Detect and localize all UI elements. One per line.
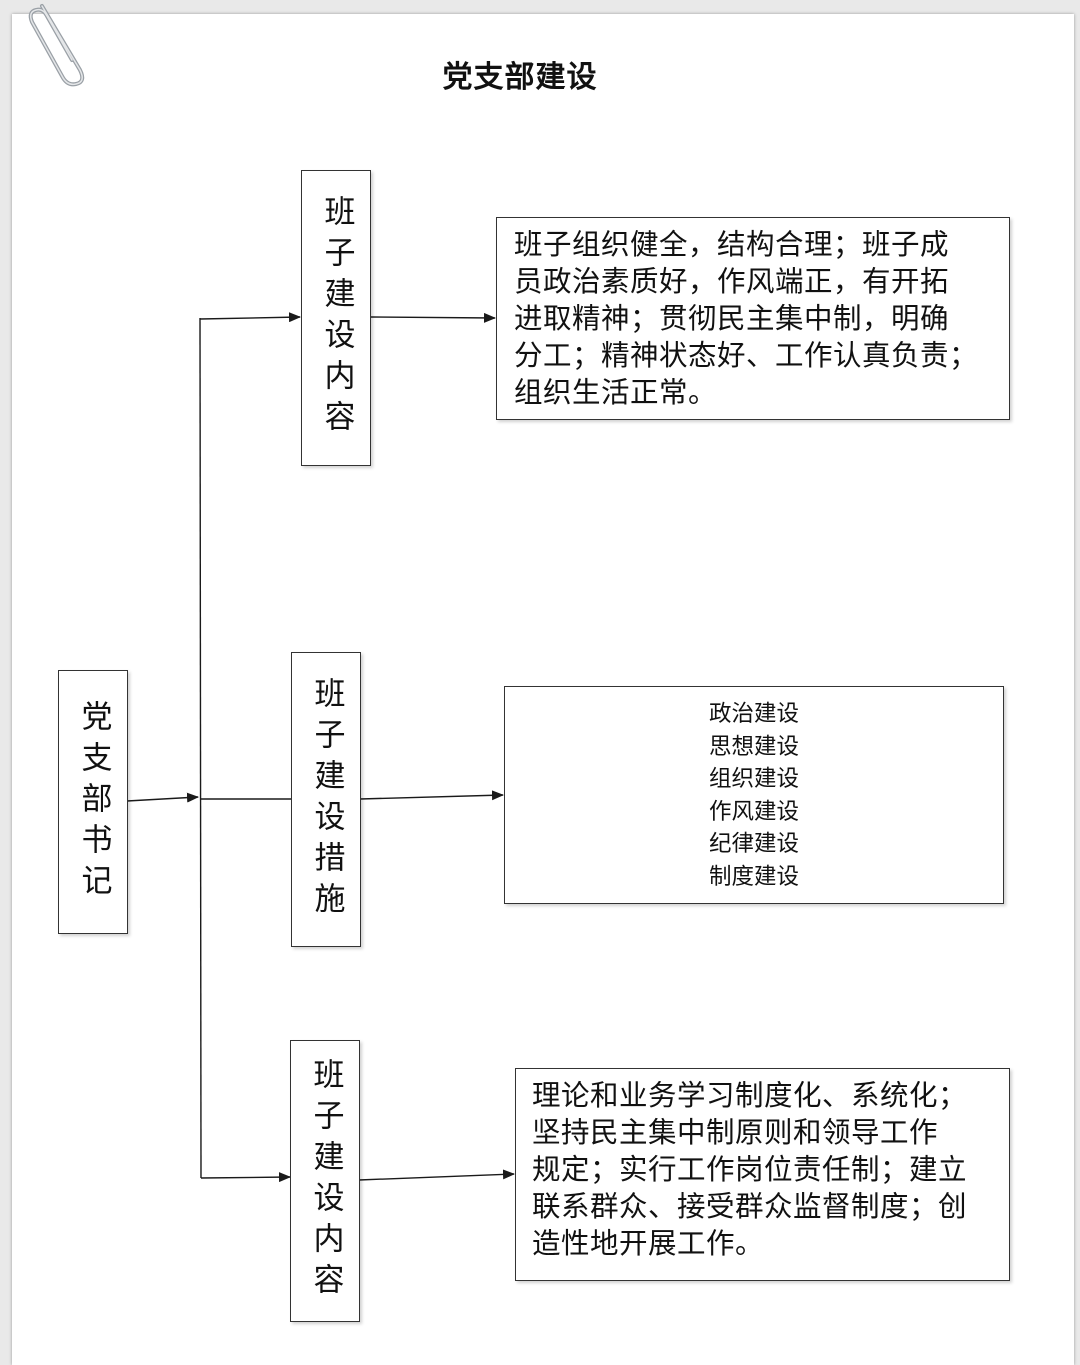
list-item: 纪律建设 xyxy=(708,831,799,857)
branch-node-3: 班子建设内容 xyxy=(290,1040,360,1322)
detail-box-1: 班子组织健全，结构合理；班子成 员政治素质好，作风端正，有开拓 进取精神；贯彻民… xyxy=(496,217,1010,420)
branch-3-to-detail-arrow xyxy=(358,1169,515,1181)
measures-list: 政治建设 思想建设 组织建设 作风建设 纪律建设 制度建设 xyxy=(505,698,1003,893)
list-item: 思想建设 xyxy=(708,733,799,760)
root-node-label: 党支部书记 xyxy=(75,699,112,905)
trunk-to-branch-3-arrow xyxy=(200,1172,291,1183)
branch-node-1: 班子建设内容 xyxy=(301,170,371,466)
list-item: 政治建设 xyxy=(708,701,799,727)
trunk-line xyxy=(199,317,202,1179)
branch-node-2: 班子建设措施 xyxy=(291,652,361,947)
branch-2-to-detail-arrow xyxy=(359,790,504,801)
branch-1-to-detail-arrow xyxy=(369,312,496,323)
detail-box-3-text: 理论和业务学习制度化、系统化； 坚持民主集中制原则和领导工作 规定；实行工作岗位… xyxy=(532,1079,968,1260)
list-item: 制度建设 xyxy=(708,863,799,890)
branch-node-3-label: 班子建设内容 xyxy=(307,1058,344,1304)
list-item: 作风建设 xyxy=(708,798,799,825)
detail-box-1-text: 班子组织健全，结构合理；班子成 员政治素质好，作风端正，有开拓 进取精神；贯彻民… xyxy=(514,228,979,409)
detail-box-2: 政治建设 思想建设 组织建设 作风建设 纪律建设 制度建设 xyxy=(504,686,1004,904)
root-node: 党支部书记 xyxy=(58,670,128,934)
detail-box-3: 理论和业务学习制度化、系统化； 坚持民主集中制原则和领导工作 规定；实行工作岗位… xyxy=(515,1068,1010,1281)
list-item: 组织建设 xyxy=(708,766,799,792)
paperclip-icon xyxy=(28,4,85,87)
root-to-trunk-arrow xyxy=(126,792,199,803)
trunk-to-branch-1-arrow xyxy=(199,312,301,323)
branch-node-1-label: 班子建设内容 xyxy=(318,195,355,441)
page-title: 党支部建设 xyxy=(442,60,598,95)
branch-node-2-label: 班子建设措施 xyxy=(308,676,345,923)
